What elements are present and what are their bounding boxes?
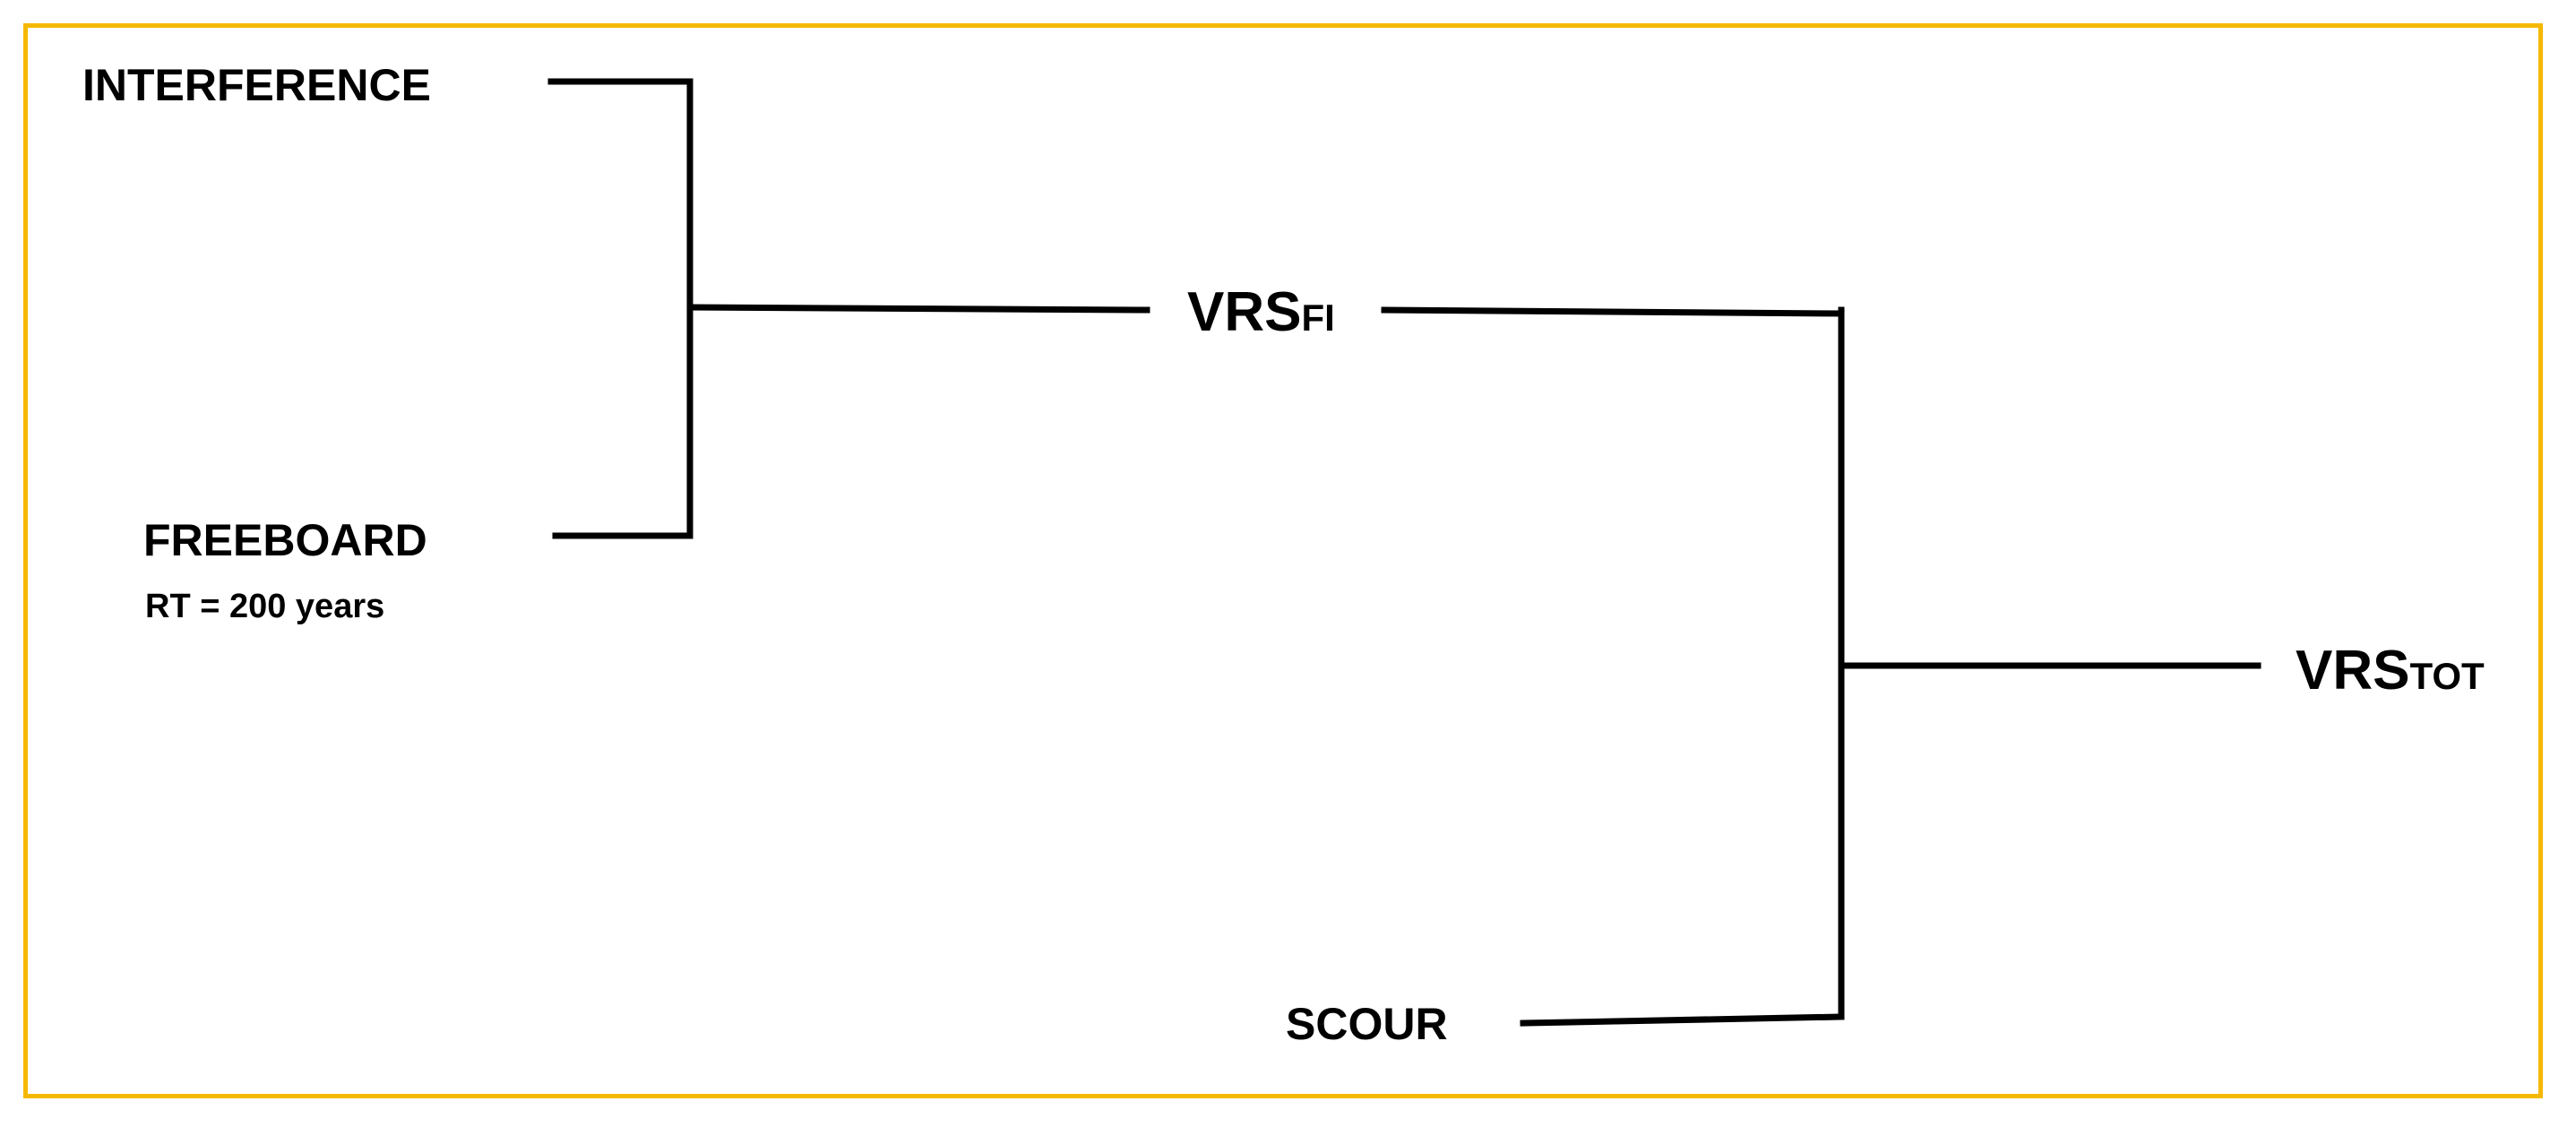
vrs-fi-main: VRS	[1187, 281, 1302, 343]
vrsfi-connector	[1381, 306, 1845, 317]
diagram-frame	[23, 23, 2543, 1098]
scour-connector	[1520, 1013, 1845, 1027]
freeboard-label: FREEBOARD	[143, 515, 427, 565]
vrs-tot-label: VRSTOT	[2296, 643, 2485, 699]
freeboard-return-time-note: RT = 200 years	[145, 588, 385, 625]
left-bracket-output	[686, 304, 1150, 314]
scour-label: SCOUR	[1286, 999, 1448, 1049]
vrs-tot-main: VRS	[2296, 640, 2410, 701]
vrs-fi-label: VRSFI	[1187, 285, 1335, 340]
vrs-tot-subscript: TOT	[2409, 655, 2485, 697]
interference-label: INTERFERENCE	[82, 60, 431, 110]
vrs-fi-subscript: FI	[1301, 297, 1335, 339]
